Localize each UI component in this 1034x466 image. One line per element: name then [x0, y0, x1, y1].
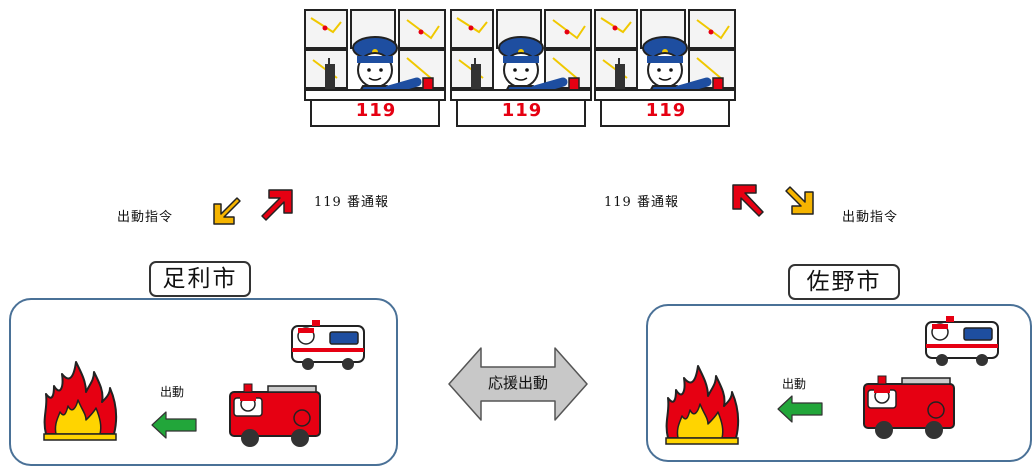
mutual-aid-label: 応援出動 [487, 374, 548, 392]
fire-engine-icon [229, 383, 321, 447]
console-119-label: 119 [645, 100, 687, 121]
mutual-aid-arrow [448, 347, 588, 421]
fire-icon [665, 365, 740, 445]
ambulance-icon [925, 316, 999, 366]
ambulance-icon [291, 320, 365, 370]
dispatch-order-arrow-icon [785, 186, 814, 215]
right-emergency-call-label: 119 番通報 [604, 195, 679, 210]
emergency-call-arrow-icon [732, 184, 764, 217]
city-name-sano: 佐野市 [788, 264, 900, 300]
right-dispatch-label: 出動 [782, 377, 807, 391]
fire-icon [43, 361, 118, 441]
city-name-ashikaga: 足利市 [149, 261, 251, 297]
right-dispatch-order-label: 出動指令 [842, 210, 899, 225]
fire-engine-icon [863, 375, 955, 439]
dispatch-arrow-icon [777, 395, 823, 423]
dispatch-order-arrow-icon [213, 197, 241, 225]
left-emergency-call-label: 119 番通報 [314, 195, 389, 210]
dispatch-console-2 [450, 9, 592, 127]
left-dispatch-order-label: 出動指令 [117, 210, 174, 225]
dispatch-console-1 [304, 9, 446, 127]
console-119-label: 119 [355, 100, 397, 121]
console-119-label: 119 [501, 100, 543, 121]
dispatch-console-3 [594, 9, 736, 127]
dispatch-arrow-icon [151, 411, 197, 439]
left-dispatch-label: 出動 [160, 385, 185, 399]
emergency-call-arrow-icon [261, 189, 293, 221]
